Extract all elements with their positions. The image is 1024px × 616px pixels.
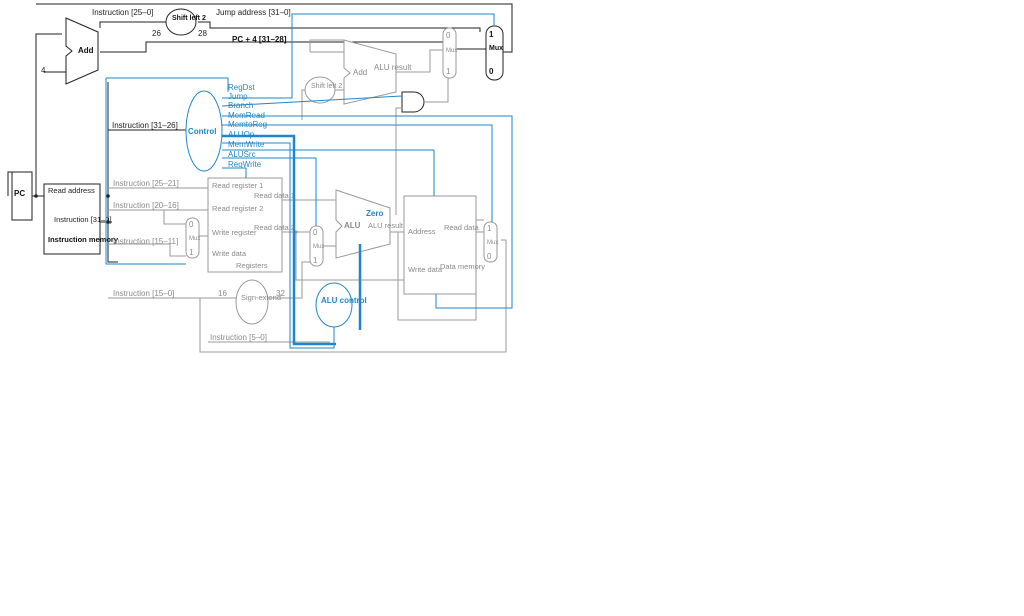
svg-text:Address: Address — [408, 227, 436, 236]
svg-text:Read data 2: Read data 2 — [254, 223, 295, 232]
sign-extend: Sign-extend — [235, 279, 281, 325]
instruction-25-0-label: Instruction [25–0] — [92, 8, 153, 17]
pc-plus4-label: PC + 4 [31–28] — [232, 35, 287, 44]
signal-alusrc: ALUSrc — [228, 150, 256, 159]
svg-text:Mux: Mux — [446, 48, 457, 54]
svg-text:0: 0 — [489, 67, 494, 76]
svg-text:Mux: Mux — [489, 45, 503, 52]
branch-mux: 0 Mux 1 — [442, 27, 457, 79]
svg-text:0: 0 — [313, 228, 318, 237]
svg-text:Control: Control — [188, 127, 216, 136]
svg-text:ALU result: ALU result — [368, 221, 404, 230]
signal-aluop: ALUOp — [228, 130, 255, 139]
instruction-31-26-label: Instruction [31–26] — [112, 121, 178, 130]
signal-memread: MemRead — [228, 111, 265, 120]
svg-text:1: 1 — [489, 30, 494, 39]
svg-text:Registers: Registers — [236, 261, 268, 270]
const-4-label: 4 — [41, 66, 46, 75]
svg-text:Read address: Read address — [48, 186, 95, 195]
bits-28-label: 28 — [198, 29, 207, 38]
svg-text:1: 1 — [487, 224, 492, 233]
svg-text:Write data: Write data — [408, 265, 443, 274]
signal-memwrite: MemWrite — [228, 140, 265, 149]
zero-label: Zero — [366, 209, 383, 218]
svg-text:Sign-extend: Sign-extend — [241, 293, 281, 302]
shift-left-2-mid-label: Shift left 2 — [311, 83, 342, 90]
branch-add-label: Add — [353, 68, 367, 77]
svg-text:0: 0 — [487, 252, 492, 261]
bits-26-label: 26 — [152, 29, 161, 38]
shift-left-2-top-label: Shift left 2 — [172, 15, 206, 22]
svg-text:Instruction [15–0]: Instruction [15–0] — [113, 289, 174, 298]
instruction-memory: Read address Instruction [31–0] Instruct… — [43, 183, 119, 255]
control-unit: Control — [185, 90, 223, 172]
svg-text:Mux: Mux — [189, 236, 200, 242]
signal-branch: Branch — [228, 101, 253, 110]
signal-regwrite: RegWrite — [228, 160, 262, 169]
svg-text:1: 1 — [446, 67, 451, 76]
pc-adder: Add — [65, 17, 99, 85]
branch-and-gate — [401, 91, 425, 113]
svg-text:Mux: Mux — [487, 240, 498, 246]
svg-text:16: 16 — [218, 289, 227, 298]
regdst-mux: 0 Mux 1 — [185, 217, 200, 259]
svg-text:ALU control: ALU control — [321, 296, 367, 305]
jump-address-label: Jump address [31–0] — [216, 8, 291, 17]
instruction-bus — [100, 82, 188, 263]
jump-loop-wires — [7, 3, 513, 196]
svg-text:0: 0 — [446, 31, 451, 40]
signal-jump: Jump — [228, 92, 248, 101]
svg-text:Mux: Mux — [313, 244, 324, 250]
svg-text:Instruction [20–16]: Instruction [20–16] — [113, 201, 179, 210]
svg-text:Instruction [31–0]: Instruction [31–0] — [54, 215, 112, 224]
memtoreg-mux: 1 Mux 0 — [483, 221, 498, 263]
control-signal-labels: RegDst Jump Branch MemRead MemtoReg ALUO… — [228, 83, 267, 169]
svg-text:Instruction memory: Instruction memory — [48, 235, 119, 244]
add-top-label: Add — [78, 46, 94, 55]
signal-regdst: RegDst — [228, 83, 255, 92]
svg-text:Data memory: Data memory — [440, 262, 485, 271]
svg-text:Read register 2: Read register 2 — [212, 204, 263, 213]
svg-text:Instruction [5–0]: Instruction [5–0] — [210, 333, 267, 342]
register-file: Read register 1 Read register 2 Write re… — [207, 177, 295, 273]
instruction-fields — [108, 187, 507, 353]
svg-text:Instruction [25–21]: Instruction [25–21] — [113, 179, 179, 188]
svg-text:ALU: ALU — [344, 221, 361, 230]
alusrc-mux: 0 Mux 1 — [309, 225, 324, 267]
svg-text:Read data: Read data — [444, 223, 479, 232]
pc-register: PC — [11, 171, 33, 221]
svg-text:Write data: Write data — [212, 249, 247, 258]
svg-text:0: 0 — [189, 220, 194, 229]
branch-alu-result-label: ALU result — [374, 63, 412, 72]
branch-adder: Add ALU result — [343, 39, 412, 105]
data-memory: Address Read data Write data Data memory — [403, 195, 485, 295]
svg-text:Instruction [15–11]: Instruction [15–11] — [113, 237, 178, 246]
svg-text:32: 32 — [276, 289, 285, 298]
main-alu: ALU ALU result — [335, 189, 404, 259]
jump-mux: 1 Mux 0 — [485, 25, 504, 81]
svg-text:1: 1 — [313, 256, 318, 265]
svg-text:Write register: Write register — [212, 228, 257, 237]
svg-text:Read register 1: Read register 1 — [212, 181, 263, 190]
control-signal-wires — [105, 13, 513, 349]
svg-text:1: 1 — [189, 248, 194, 257]
signal-memtoreg: MemtoReg — [228, 120, 267, 129]
pc-label: PC — [14, 189, 25, 198]
svg-text:Read data 1: Read data 1 — [254, 191, 295, 200]
